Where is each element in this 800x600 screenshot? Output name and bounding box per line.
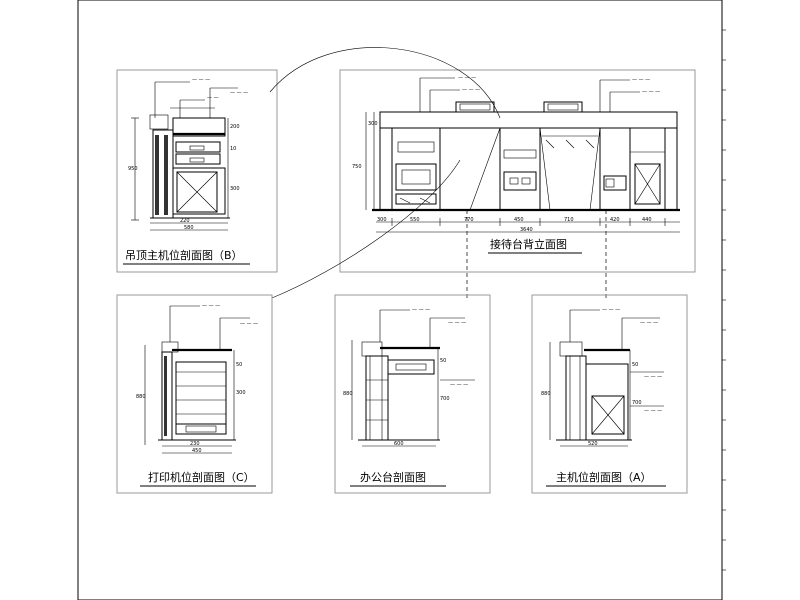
svg-text:— — —: — — — [644,374,662,380]
sheet-border [77,0,723,600]
svg-text:— — —: — — — [632,77,650,83]
svg-text:700: 700 [440,396,450,402]
panel-b-height-dim: 950 [128,166,138,172]
svg-text:— — —: — — — [458,75,476,81]
svg-text:50: 50 [632,362,638,368]
main-top-dim: 300 [368,121,378,127]
dim-seg7: 440 [642,217,652,223]
panel-b-width-dim: 580 [184,225,194,231]
dim-seg3: 770 [464,217,474,223]
dim-seg1: 300 [377,217,387,223]
dim-seg4: 450 [514,217,524,223]
panel-b: 950 200 10 300 220 580 — — — — — [116,69,278,273]
svg-text:230: 230 [190,441,200,447]
panel-d-title: 办公台剖面图 [360,470,426,484]
main-bottom-dims: 300 550 770 450 710 420 440 3640 [377,217,666,233]
panel-main: — — — — — — — — — — — — 750 300 300 550 … [339,69,696,273]
panel-d: 880 50 700 600 — — — — — — — — — 办公台剖面图 [334,294,491,494]
dim-total: 3640 [520,227,533,233]
svg-text:200: 200 [230,124,240,130]
panel-main-frame [339,69,696,273]
panel-c: 880 50 300 230 450 — — — — — — 打印机位剖面图（C… [116,294,273,494]
dim-seg6: 420 [610,217,620,223]
svg-text:220: 220 [180,218,190,224]
svg-text:50: 50 [236,362,242,368]
connector-b-main [269,47,501,119]
svg-text:— — —: — — — [450,382,468,388]
svg-text:— — —: — — — [230,90,248,96]
svg-text:— — —: — — — [192,77,210,83]
panel-a: 880 50 700 520 — — — — — — — — — — — — 主… [531,294,688,494]
panel-c-width-dim: 450 [192,448,202,454]
svg-text:880: 880 [343,391,353,397]
connector-c-main [271,159,461,299]
dim-seg5: 710 [564,217,574,223]
svg-text:50: 50 [440,358,446,364]
svg-text:— —: — — [207,95,219,101]
svg-text:— — —: — — — [642,89,660,95]
panel-main-title: 接待台背立面图 [490,237,567,251]
svg-text:300: 300 [236,390,246,396]
svg-text:— — —: — — — [602,307,620,313]
svg-text:— — —: — — — [640,320,658,326]
svg-text:10: 10 [230,146,236,152]
svg-text:— — —: — — — [462,87,480,93]
panel-c-height-dim: 880 [136,394,146,400]
panel-a-width-dim: 520 [588,441,598,447]
svg-text:— — —: — — — [644,408,662,414]
panel-a-frame [531,294,688,494]
panel-b-title: 吊顶主机位剖面图（B） [125,248,243,262]
panel-c-frame [116,294,273,494]
svg-text:880: 880 [541,391,551,397]
svg-text:— — —: — — — [240,321,258,327]
svg-text:300: 300 [230,186,240,192]
svg-text:700: 700 [632,400,642,406]
panel-c-title: 打印机位剖面图（C） [148,470,255,484]
panel-d-width-dim: 600 [394,441,404,447]
panel-d-frame [334,294,491,494]
svg-text:— — —: — — — [412,307,430,313]
dim-seg2: 550 [410,217,420,223]
svg-text:— — —: — — — [202,303,220,309]
panel-a-title: 主机位剖面图（A） [556,470,652,484]
panel-b-frame [116,69,278,273]
svg-text:— — —: — — — [448,320,466,326]
main-height-dim: 750 [352,164,362,170]
